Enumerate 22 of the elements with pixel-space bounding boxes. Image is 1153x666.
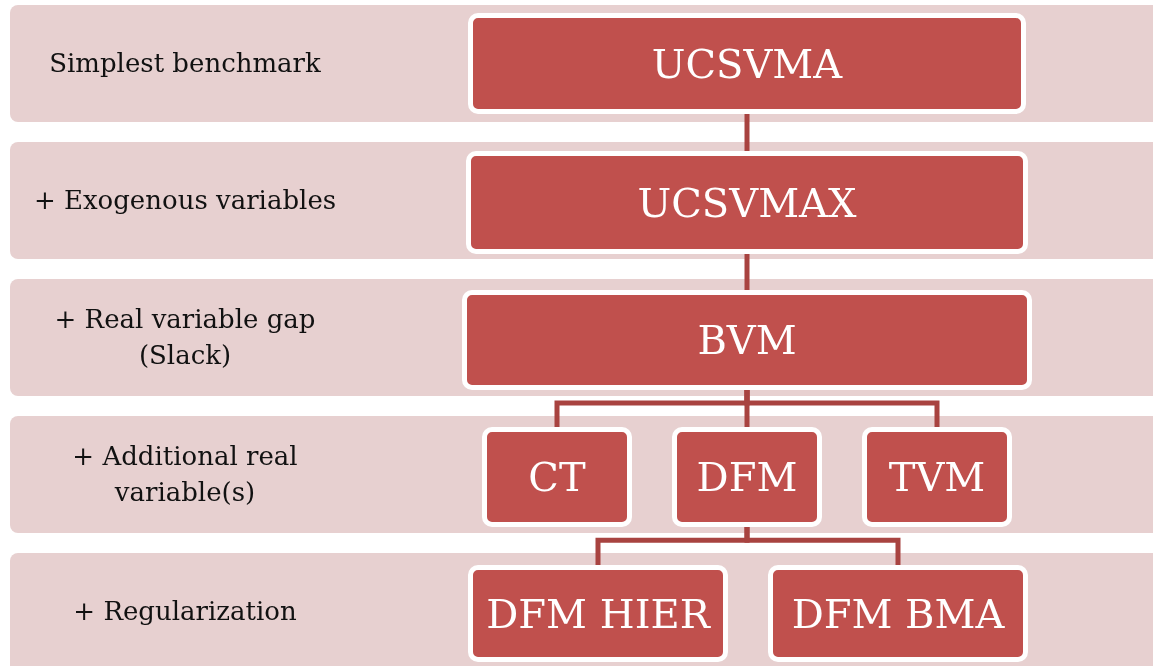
model-box: UCSVMA — [468, 13, 1026, 114]
connector-line — [744, 390, 940, 427]
row-band — [10, 416, 1153, 533]
connector-line — [744, 527, 901, 565]
model-box: DFM BMA — [768, 565, 1028, 662]
model-box: DFM HIER — [468, 565, 728, 662]
row-label: + Exogenous variables — [32, 183, 338, 217]
row-label: + Real variable gap (Slack) — [53, 303, 317, 372]
connector-line — [744, 254, 750, 290]
row-band — [10, 279, 1153, 396]
model-box: TVM — [862, 427, 1012, 527]
row-label: Simplest benchmark — [48, 46, 322, 80]
model-box: CT — [482, 427, 632, 527]
row-band — [10, 553, 1153, 666]
model-box: UCSVMAX — [466, 151, 1028, 254]
row-band — [10, 142, 1153, 259]
row-label: + Regularization — [72, 594, 298, 628]
row-label: + Additional real variable(s) — [71, 440, 299, 509]
row-band — [10, 5, 1153, 122]
model-box: DFM — [672, 427, 822, 527]
model-box: BVM — [462, 290, 1032, 390]
connector-line — [744, 114, 750, 151]
